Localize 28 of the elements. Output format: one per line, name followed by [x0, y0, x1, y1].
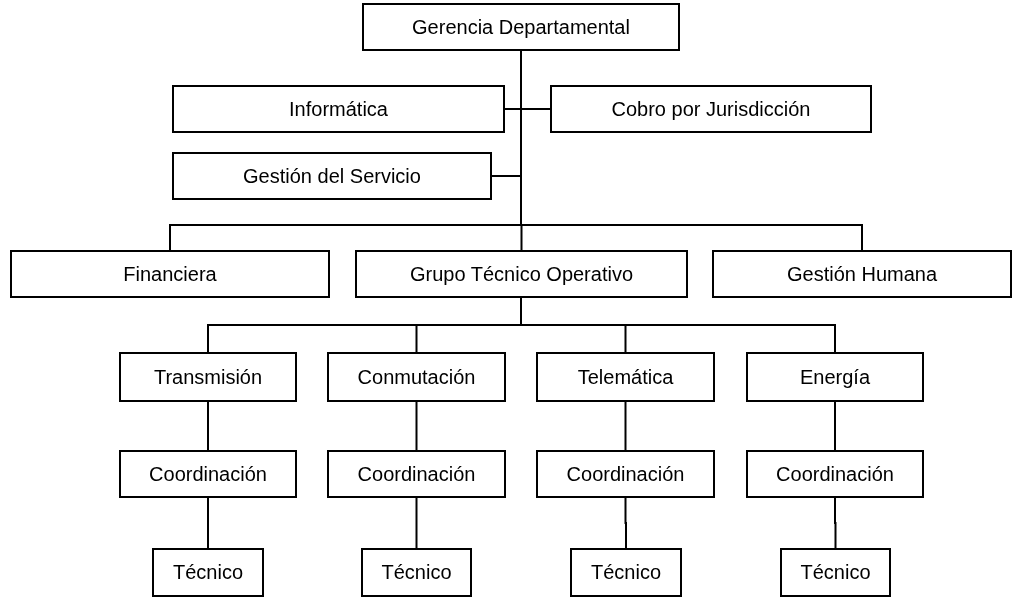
connector-line: [624, 497, 627, 549]
org-box: Coordinación: [536, 450, 715, 498]
connector-line: [415, 497, 418, 549]
org-box: Coordinación: [119, 450, 297, 498]
connector-line: [834, 401, 836, 451]
connector-line: [520, 297, 836, 353]
org-box: Energía: [746, 352, 924, 402]
org-box: Transmisión: [119, 352, 297, 402]
connector-line: [624, 401, 627, 451]
org-box: Técnico: [570, 548, 682, 597]
org-box: Gestión del Servicio: [172, 152, 492, 200]
connector-line: [415, 401, 418, 451]
org-box: Telemática: [536, 352, 715, 402]
connector-line: [207, 497, 209, 549]
connector-line: [207, 401, 209, 451]
org-box: Coordinación: [327, 450, 506, 498]
org-box: Gestión Humana: [712, 250, 1012, 298]
org-box: Técnico: [780, 548, 891, 597]
org-box: Gerencia Departamental: [362, 3, 680, 51]
connector-line: [834, 497, 837, 549]
org-box: Coordinación: [746, 450, 924, 498]
org-box: Cobro por Jurisdicción: [550, 85, 872, 133]
org-box: Técnico: [361, 548, 472, 597]
org-box: Grupo Técnico Operativo: [355, 250, 688, 298]
org-box: Conmutación: [327, 352, 506, 402]
org-box: Informática: [172, 85, 505, 133]
org-box: Financiera: [10, 250, 330, 298]
org-box: Técnico: [152, 548, 264, 597]
